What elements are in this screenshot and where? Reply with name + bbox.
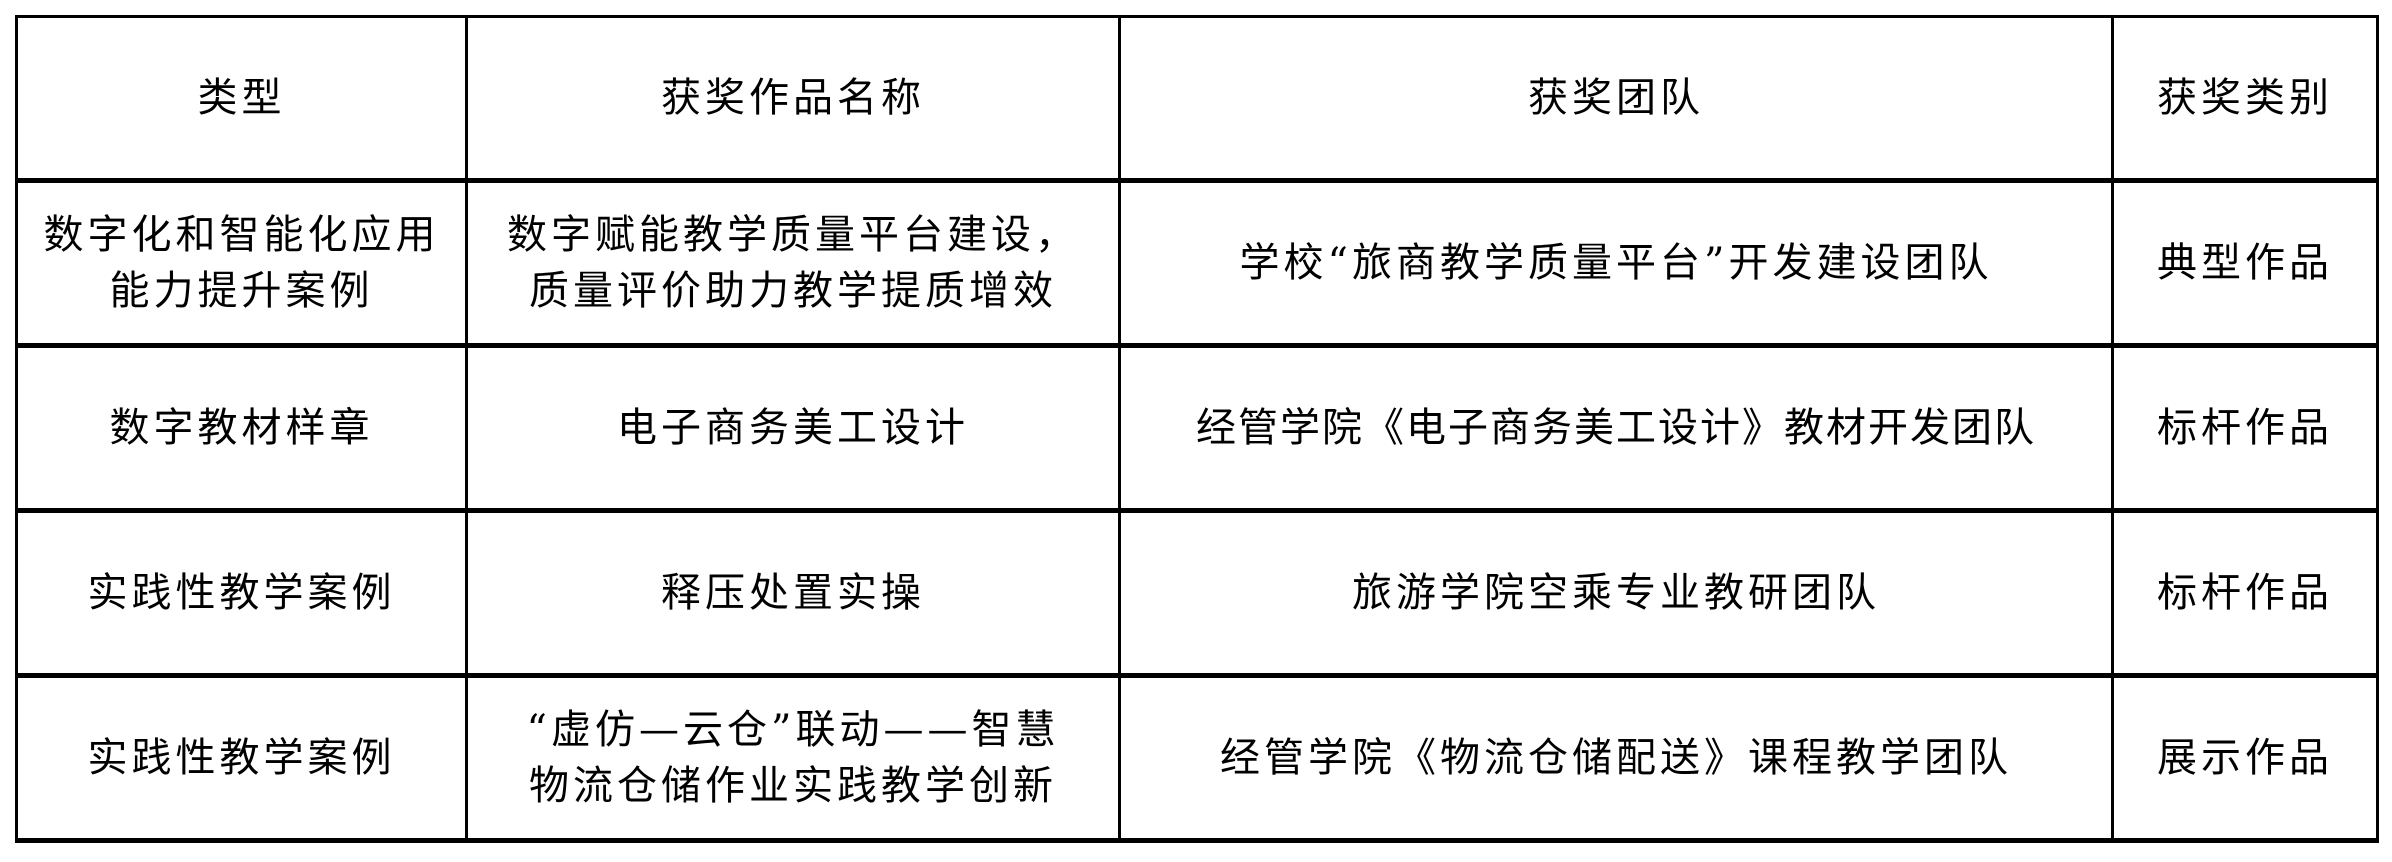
cell-type: 实践性教学案例 [15,673,468,843]
table-row: 数字教材样章 电子商务美工设计 经管学院《电子商务美工设计》教材开发团队 标杆作… [15,343,2379,512]
cell-text: 质量评价助力教学提质增效 [529,268,1057,314]
cell-category: 标杆作品 [2111,508,2379,677]
cell-type: 实践性教学案例 [15,508,468,677]
cell-type: 数字化和智能化应用能力提升案例 [15,178,468,347]
cell-work: “虚仿—云仓”联动——智慧物流仓储作业实践教学创新 [465,673,1121,843]
cell-team: 经管学院《电子商务美工设计》教材开发团队 [1118,343,2114,512]
cell-text: “虚仿—云仓”联动——智慧 [526,707,1060,753]
cell-category: 典型作品 [2111,178,2379,347]
header-team: 获奖团队 [1118,15,2114,182]
table-row: 数字化和智能化应用能力提升案例 数字赋能教学质量平台建设， 质量评价助力教学提质增… [15,178,2379,347]
cell-team: 学校“旅商教学质量平台”开发建设团队 [1118,178,2114,347]
table-row: 实践性教学案例 “虚仿—云仓”联动——智慧物流仓储作业实践教学创新 经管学院《物… [15,673,2379,843]
cell-team: 旅游学院空乘专业教研团队 [1118,508,2114,677]
header-type: 类型 [15,15,468,182]
awards-table: 类型 获奖作品名称 获奖团队 获奖类别 数字化和智能化应用能力提升案例 数字赋能… [15,15,2379,843]
header-row: 类型 获奖作品名称 获奖团队 获奖类别 [15,15,2379,182]
cell-work: 释压处置实操 [465,508,1121,677]
cell-type: 数字教材样章 [15,343,468,512]
table-row: 实践性教学案例 释压处置实操 旅游学院空乘专业教研团队 标杆作品 [15,508,2379,677]
header-work: 获奖作品名称 [465,15,1121,182]
header-category: 获奖类别 [2111,15,2379,182]
cell-text: 能力提升案例 [109,268,374,314]
cell-work: 电子商务美工设计 [465,343,1121,512]
cell-text: 数字赋能教学质量平台建设， [507,212,1079,258]
cell-text: 数字化和智能化应用 [43,212,440,258]
cell-category: 标杆作品 [2111,343,2379,512]
cell-team: 经管学院《物流仓储配送》课程教学团队 [1118,673,2114,843]
cell-category: 展示作品 [2111,673,2379,843]
cell-text: 物流仓储作业实践教学创新 [529,763,1057,809]
cell-work: 数字赋能教学质量平台建设， 质量评价助力教学提质增效 [465,178,1121,347]
